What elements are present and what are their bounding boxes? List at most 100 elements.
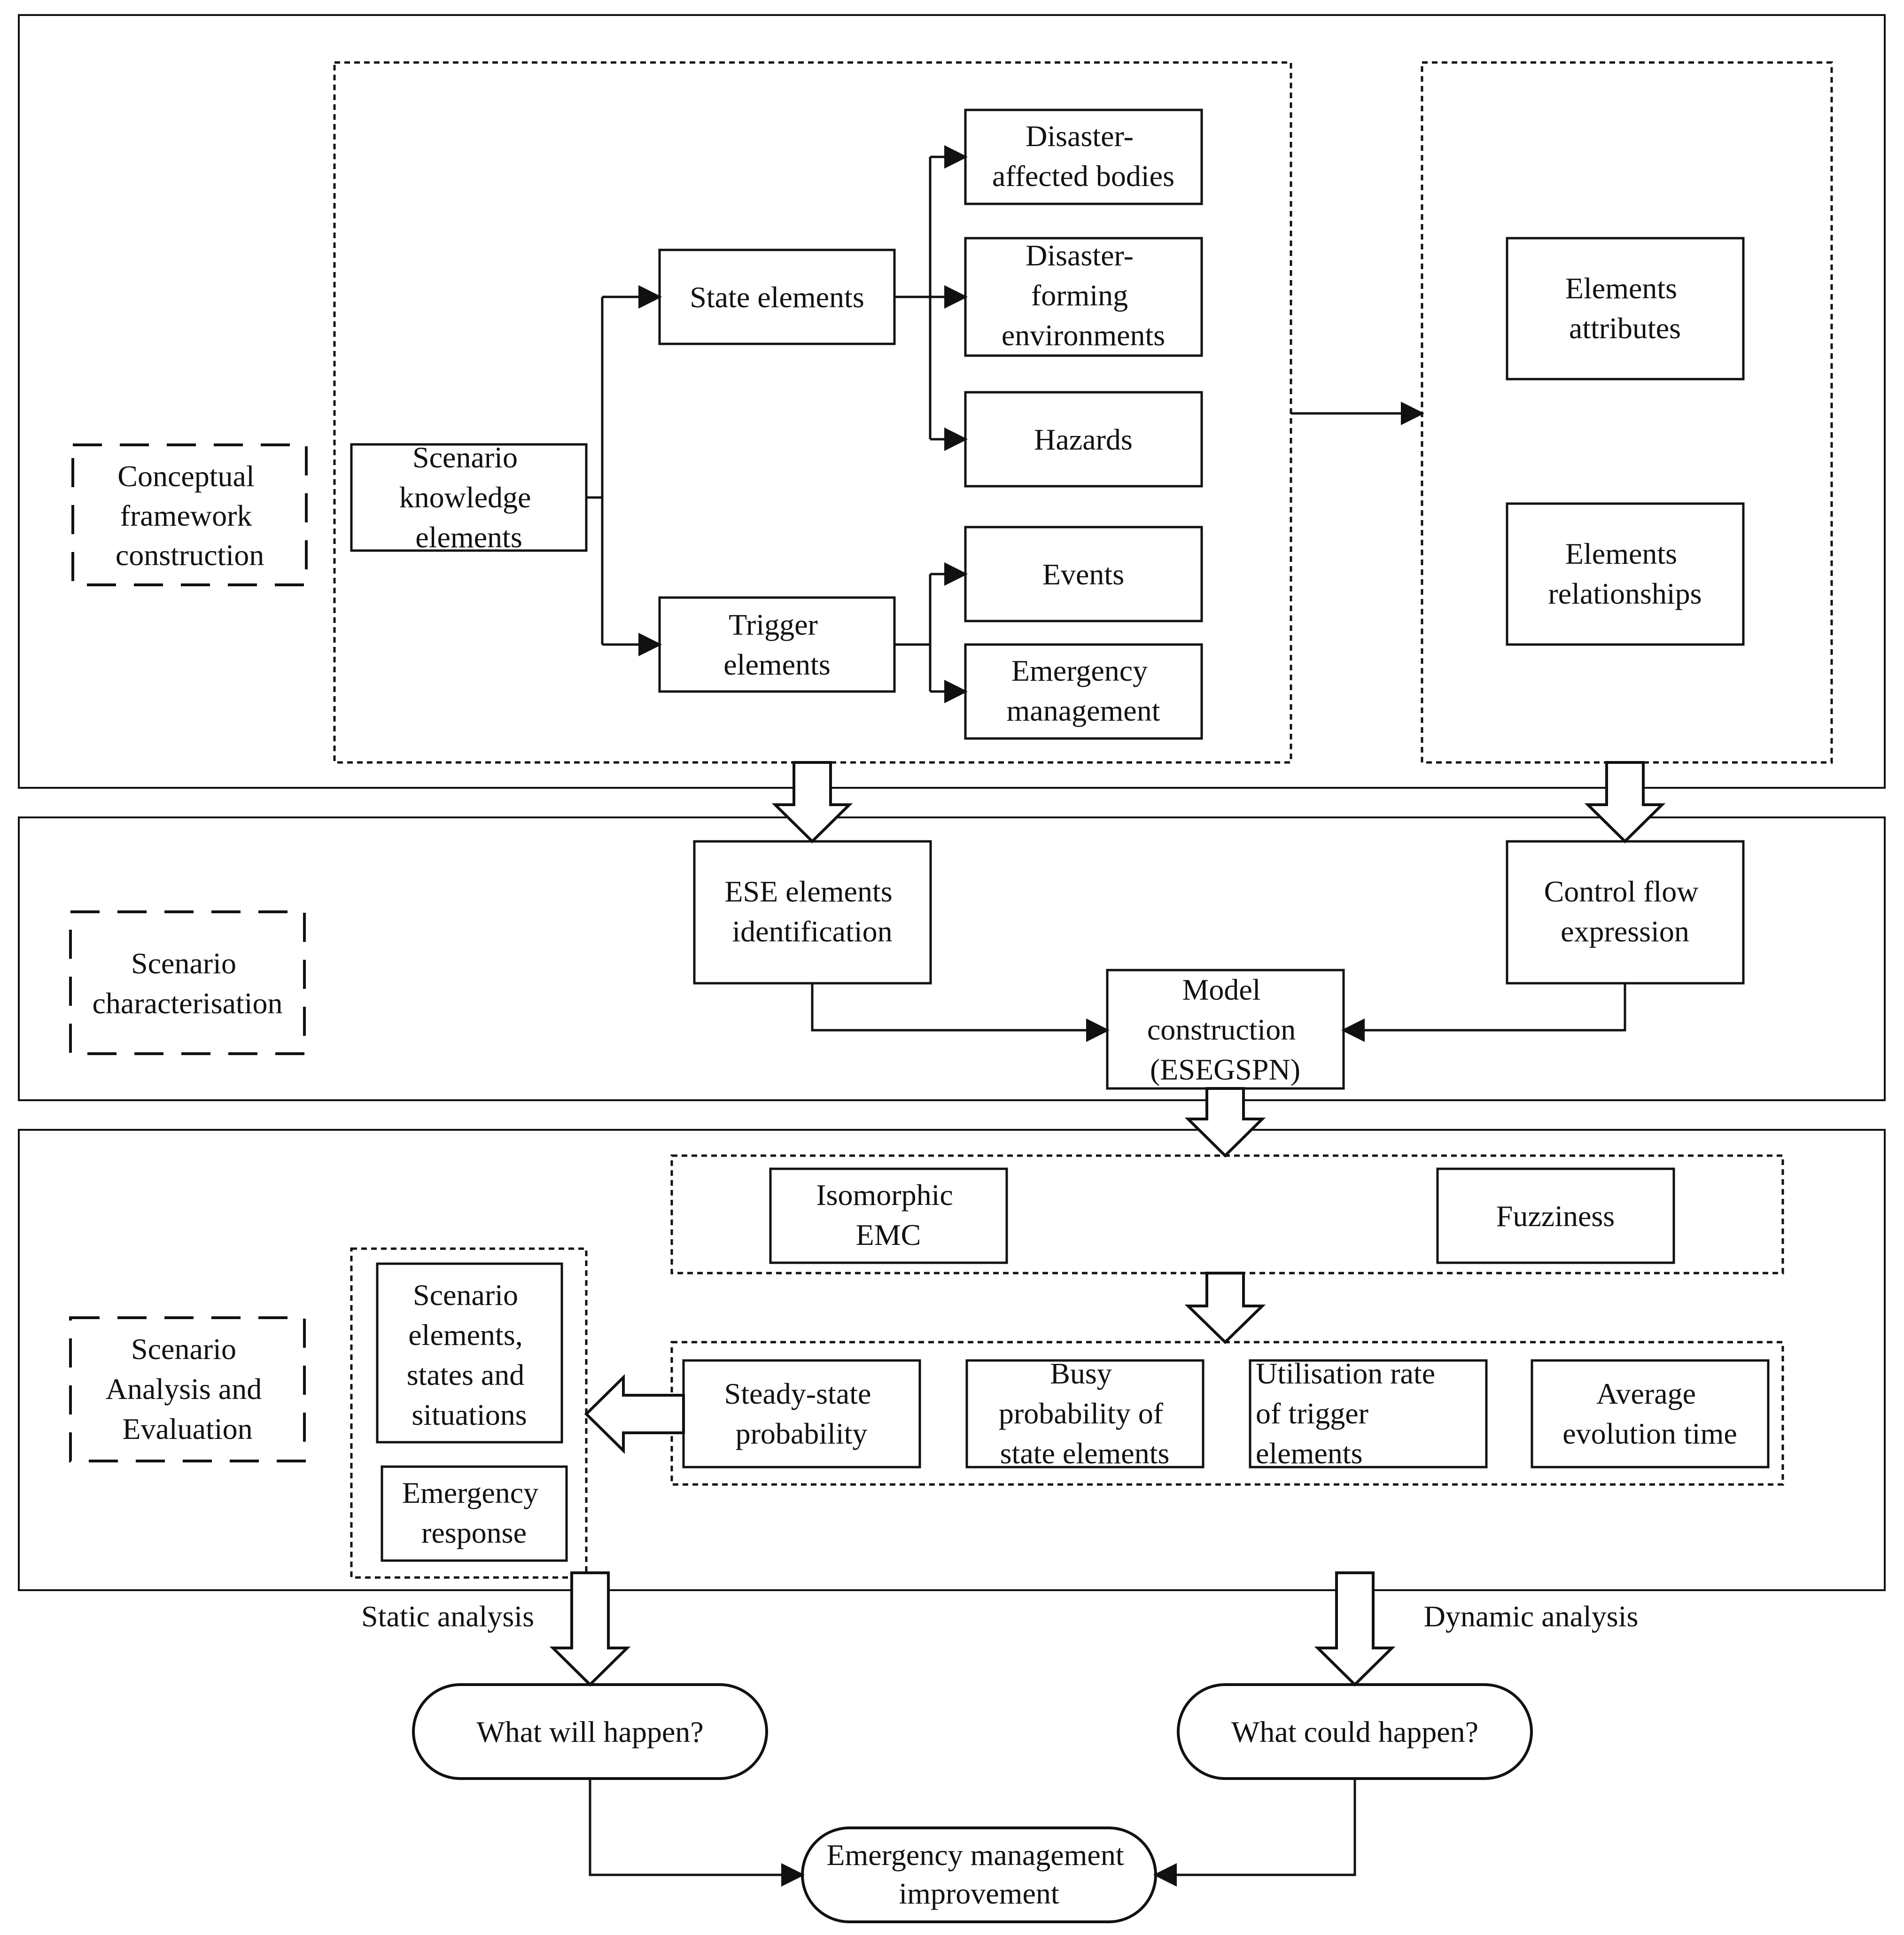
group-frame-emc (670, 1154, 1784, 1274)
svg-text:Elements attributes: Elements attributes (1565, 272, 1685, 345)
svg-text:Emergency management: Emergency management (1007, 654, 1160, 727)
svg-text:Scenario characterisatio: Scenario characterisation (92, 947, 282, 1020)
node-busy-probability-line1: Busy (1050, 1357, 1112, 1390)
node-elements-attributes-line1: Elements (1565, 272, 1677, 305)
node-what-could-happen: What could happen? (1177, 1683, 1533, 1780)
section-frame-conceptual (18, 14, 1886, 789)
node-disaster-affected-line1: Disaster- (1026, 119, 1134, 153)
section-frame-characterisation (18, 816, 1886, 1101)
svg-text:Scenario knowledge: Scenario knowledge elements (399, 441, 539, 554)
node-scenario-knowledge: Scenario knowledge elements (350, 441, 588, 554)
node-ese-identification-line2: identification (732, 915, 892, 948)
section-label-analysis-line2: Analysis and (106, 1372, 262, 1406)
svg-text:Hazards: Hazards (1034, 423, 1133, 456)
svg-text:Scenario Analysis and: Scenario Analysis and Evaluation (106, 1332, 269, 1445)
node-what-will-happen-line1: What will happen? (476, 1715, 703, 1748)
edge-trigger-branch (894, 574, 932, 692)
section-label-characterisation-line1: Scenario (131, 947, 236, 980)
node-model-construction-line1: Model (1182, 973, 1260, 1006)
node-scenario-elements-states-line4: situations (412, 1398, 527, 1431)
block-arrow-emc-to-metrics (1184, 1272, 1266, 1344)
section-label-characterisation-line2: characterisation (92, 987, 282, 1020)
node-control-flow: Control flow expression (1506, 840, 1745, 985)
svg-text:Average evolution time: Average evolution time (1562, 1377, 1737, 1450)
node-average-evolution-line2: evolution time (1562, 1417, 1737, 1450)
section-label-conceptual-line1: Conceptual (117, 459, 254, 493)
node-fuzziness: Fuzziness (1436, 1167, 1675, 1264)
edge-will-to-improvement (589, 1779, 805, 1887)
section-label-analysis: Scenario Analysis and Evaluation (69, 1316, 306, 1462)
label-dynamic-analysis: Dynamic analysis (1424, 1600, 1639, 1633)
node-steady-state: Steady-state probability (682, 1359, 921, 1469)
group-frame-metrics (670, 1341, 1784, 1486)
svg-text:Control flow expression: Control flow expression (1544, 875, 1706, 948)
node-utilisation-rate-line2: of trigger (1256, 1397, 1368, 1430)
svg-text:Scenario elements,: Scenario elements, states and situations (407, 1278, 532, 1431)
group-frame-attributes (1421, 61, 1833, 764)
svg-text:What could happen?: What could happen? (1231, 1715, 1478, 1748)
svg-text:ESE elements identificat: ESE elements identification (724, 875, 900, 948)
node-trigger-elements-line2: elements (723, 648, 830, 681)
edge-could-to-improvement (1153, 1779, 1356, 1887)
svg-text:Isomorphic EMC: Isomorphic EMC (816, 1178, 961, 1251)
node-model-construction-line3: (ESEGSPN) (1150, 1053, 1300, 1086)
node-disaster-affected-line2: affected bodies (992, 159, 1174, 193)
node-isomorphic-emc-line2: EMC (856, 1218, 921, 1251)
node-elements-relationships-line1: Elements (1565, 537, 1677, 570)
node-disaster-forming-line3: environments (1002, 319, 1165, 352)
node-scenario-elements-states-line2: elements, (408, 1318, 522, 1352)
section-label-conceptual: Conceptual framework construction (71, 443, 308, 586)
node-what-could-happen-line1: What could happen? (1231, 1715, 1478, 1748)
edge-knowledge-branch (586, 297, 604, 645)
node-utilisation-rate-line1: Utilisation rate (1256, 1357, 1435, 1390)
node-emergency-management: Emergency management (964, 643, 1203, 740)
section-label-conceptual-line3: construction (116, 538, 264, 572)
node-model-construction: Model construction (ESEGSPN) (1106, 969, 1345, 1090)
block-arrow-attributes-to-control (1584, 761, 1666, 844)
node-busy-probability-line3: state elements (1000, 1437, 1170, 1470)
svg-text:Utilisation rate of trig: Utilisation rate of trigger elements (1256, 1357, 1443, 1470)
node-what-will-happen: What will happen? (412, 1683, 768, 1780)
svg-text:Conceptual framework: Conceptual framework construction (116, 459, 264, 572)
block-arrow-static-analysis (549, 1571, 631, 1687)
edge-state-branch (894, 157, 932, 439)
block-arrow-knowledge-to-ese (771, 761, 853, 844)
svg-text:Busy probability of: Busy probability of state elements (999, 1357, 1171, 1470)
node-state-elements: State elements (658, 249, 896, 345)
svg-text:Fuzziness: Fuzziness (1496, 1199, 1615, 1233)
node-busy-probability: Busy probability of state elements (965, 1357, 1205, 1470)
svg-text:Emergency response: Emergency response (402, 1476, 546, 1549)
node-scenario-elements-states: Scenario elements, states and situations (376, 1262, 563, 1444)
node-steady-state-line2: probability (736, 1417, 868, 1450)
section-label-characterisation: Scenario characterisation (69, 910, 306, 1055)
node-model-construction-line2: construction (1147, 1013, 1296, 1046)
block-arrow-dynamic-analysis (1314, 1571, 1396, 1687)
node-elements-attributes-line2: attributes (1569, 311, 1681, 345)
svg-text:Trigger elements: Trigger elements (723, 608, 830, 681)
section-label-analysis-line1: Scenario (131, 1332, 236, 1366)
node-control-flow-line2: expression (1561, 915, 1689, 948)
node-disaster-forming-line1: Disaster- (1026, 239, 1134, 272)
node-scenario-knowledge-line2: knowledge (399, 481, 531, 514)
node-utilisation-rate-line3: elements (1256, 1437, 1362, 1470)
svg-text:State elements: State elements (690, 280, 864, 314)
node-steady-state-line1: Steady-state (724, 1377, 871, 1410)
svg-text:What will happen?: What will happen? (476, 1715, 703, 1748)
block-arrow-metrics-to-results (584, 1374, 685, 1454)
node-scenario-knowledge-line3: elements (415, 521, 522, 554)
node-disaster-forming-line2: forming (1031, 279, 1128, 312)
node-isomorphic-emc: Isomorphic EMC (769, 1167, 1008, 1264)
node-hazards: Hazards (964, 391, 1203, 488)
node-trigger-elements-line1: Trigger (729, 608, 818, 641)
node-events: Events (964, 526, 1203, 622)
section-label-analysis-line3: Evaluation (122, 1412, 252, 1445)
svg-text:Disaster- affected bodie: Disaster- affected bodies (992, 119, 1174, 193)
node-average-evolution-line1: Average (1596, 1377, 1696, 1410)
node-emergency-management-line1: Emergency (1011, 654, 1148, 687)
node-elements-relationships: Elements relationships (1506, 502, 1745, 646)
node-trigger-elements: Trigger elements (658, 596, 896, 693)
node-emergency-management-line2: management (1007, 694, 1160, 727)
node-emergency-response-line1: Emergency (402, 1476, 538, 1509)
